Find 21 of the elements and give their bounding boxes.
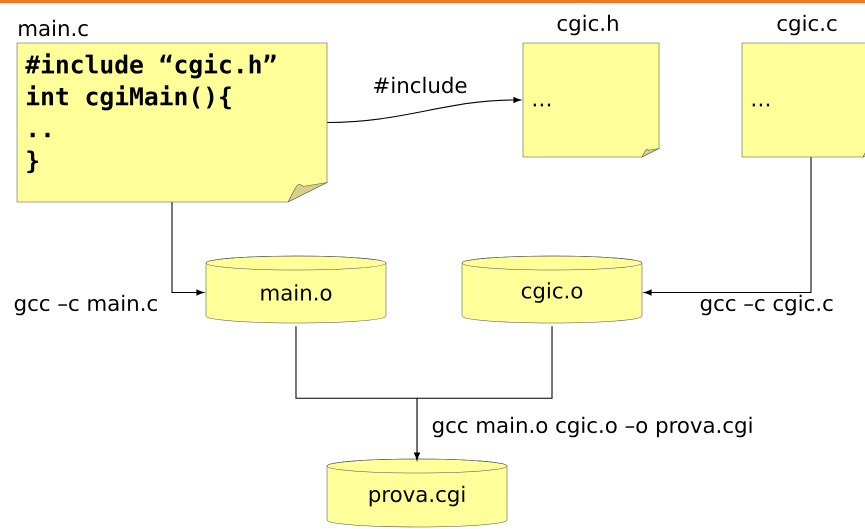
connector xyxy=(414,326,553,460)
cylinder: prova.cgi xyxy=(326,458,508,528)
cylinder: cgic.o xyxy=(462,256,642,324)
file-name: main.c xyxy=(19,20,88,36)
node-label: int cgiMain(){ xyxy=(26,85,231,110)
edge-label: gcc main.o cgic.o –o prova.cgi xyxy=(430,415,755,439)
cylinder: main.o xyxy=(206,256,386,324)
connector xyxy=(644,157,812,296)
node-label: } xyxy=(27,150,38,174)
node-label: #include “cgic.h” xyxy=(25,53,276,78)
file-name: cgic.h xyxy=(558,14,618,36)
edge-label: gcc –c cgic.c xyxy=(698,293,836,317)
connector xyxy=(327,97,521,124)
edge-label: gcc –c main.c xyxy=(12,293,160,317)
file-name: cgic.c xyxy=(778,14,836,36)
note-box: … xyxy=(742,42,865,158)
connector xyxy=(171,202,204,296)
note-box: … xyxy=(522,42,660,158)
note-box: #include “cgic.h” int cgiMain(){ .. } xyxy=(16,42,328,202)
node-label: .. xyxy=(30,132,50,138)
edge-label: #include xyxy=(371,75,469,95)
